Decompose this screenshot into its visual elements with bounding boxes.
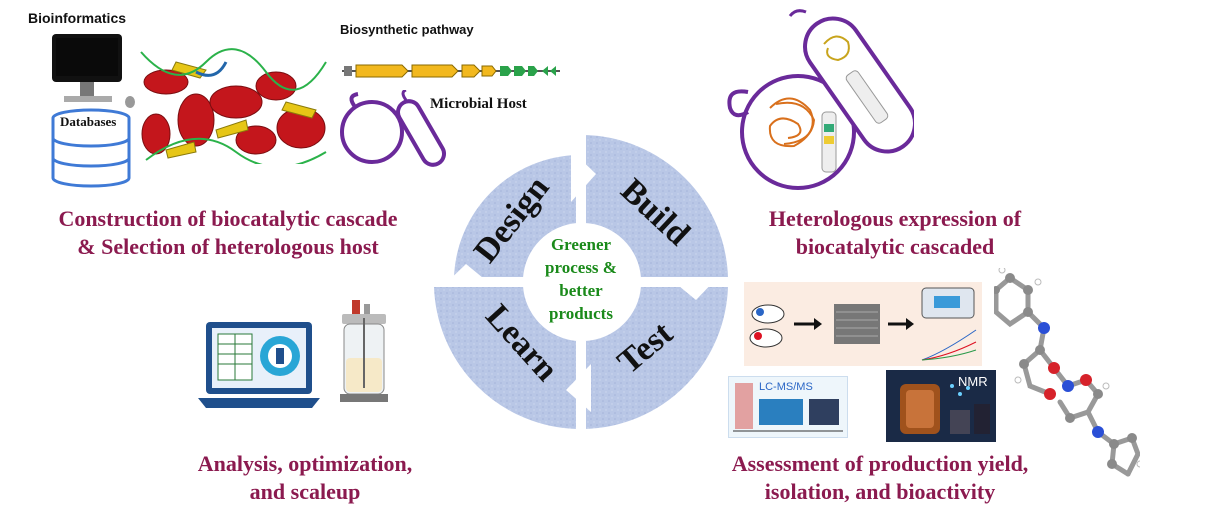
build-caption: Heterologous expression of biocatalytic … (730, 205, 1060, 261)
center-text-line2: process & (545, 258, 617, 277)
microbial-host-icon (340, 90, 446, 167)
screening-workflow-image (744, 282, 982, 366)
center-text-line3: better (559, 281, 603, 300)
learn-caption-line2: and scaleup (249, 479, 361, 504)
database-icon (51, 108, 131, 188)
laptop-analysis-icon (198, 322, 320, 408)
build-caption-line1: Heterologous expression of (768, 206, 1022, 231)
bioreactor-icon (340, 300, 388, 402)
build-caption-line2: biocatalytic cascaded (795, 234, 995, 259)
test-caption-line1: Assessment of production yield, (731, 451, 1029, 476)
cycle-segment-learn (431, 285, 578, 432)
design-caption-line1: Construction of biocatalytic cascade (58, 206, 398, 231)
databases-label: Databases (60, 114, 117, 129)
lcms-instrument-panel: LC-MS/MS (728, 376, 848, 438)
computer-icon (52, 34, 135, 108)
learn-caption-line1: Analysis, optimization, (197, 451, 413, 476)
design-caption: Construction of biocatalytic cascade & S… (18, 205, 438, 261)
cycle-segment-test (584, 285, 731, 432)
learn-caption: Analysis, optimization, and scaleup (160, 450, 450, 506)
engineered-host-cells (727, 9, 914, 190)
bioinformatics-label: Bioinformatics (28, 10, 127, 26)
test-caption: Assessment of production yield, isolatio… (690, 450, 1070, 506)
molecule-structure-image (994, 268, 1140, 477)
protein-structure-image (136, 42, 332, 164)
biosynthetic-pathway-label: Biosynthetic pathway (340, 22, 474, 37)
nmr-instrument-panel: NMR (886, 370, 996, 442)
nmr-instrument-icon (900, 384, 990, 434)
lcms-label: LC-MS/MS (759, 381, 813, 393)
cycle-segment-build (584, 132, 731, 279)
design-caption-line2: & Selection of heterologous host (77, 234, 379, 259)
lcms-instrument-icon (733, 383, 843, 432)
test-caption-line2: isolation, and bioactivity (764, 479, 996, 504)
gene-cluster-diagram (342, 64, 560, 78)
microbial-host-label: Microbial Host (430, 96, 527, 112)
nmr-label: NMR (958, 374, 988, 389)
center-text-line4: products (549, 304, 613, 323)
dbtl-cycle-diagram: Design Build Test Learn Greener process … (431, 132, 731, 432)
center-text-line1: Greener (551, 235, 612, 254)
cycle-segment-design (451, 152, 578, 279)
